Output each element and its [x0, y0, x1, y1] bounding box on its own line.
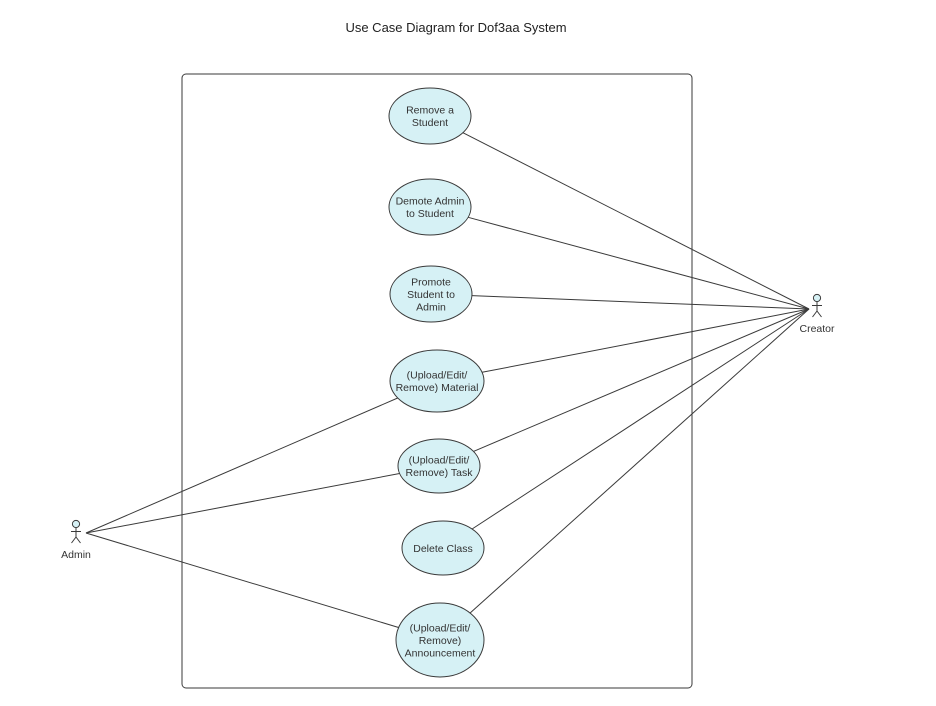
use-case-label: (Upload/Edit/: [410, 622, 471, 634]
use-case-label: Remove) Material: [396, 382, 479, 394]
actor-label: Admin: [61, 549, 91, 561]
association-admin-task: [85, 473, 400, 534]
actor-head-icon: [812, 293, 822, 303]
use-case-label: Student: [412, 117, 448, 129]
use-case-task[interactable]: (Upload/Edit/Remove) Task: [397, 438, 481, 494]
use-case-label: Demote Admin: [396, 196, 465, 208]
association-admin-material: [85, 397, 398, 534]
use-case-delete-class[interactable]: Delete Class: [401, 520, 485, 576]
use-case-ellipse: [389, 349, 485, 413]
association-creator-announcement: [469, 308, 810, 614]
associations: [85, 132, 810, 628]
use-case-label: Promote: [411, 276, 451, 288]
use-case-ellipse: [401, 520, 485, 576]
actor-admin[interactable]: Admin: [61, 519, 91, 561]
use-case-label: (Upload/Edit/: [409, 455, 470, 467]
use-case-ellipse: [388, 87, 472, 145]
diagram-title: Use Case Diagram for Dof3aa System: [345, 20, 567, 35]
association-creator-delete-class: [471, 308, 810, 530]
use-case-ellipse: [388, 178, 472, 236]
use-case-material[interactable]: (Upload/Edit/Remove) Material: [389, 349, 485, 413]
association-creator-remove-student: [462, 132, 810, 310]
actor-creator[interactable]: Creator: [799, 293, 835, 335]
use-case-label: Student to: [407, 289, 455, 301]
use-case-label: Delete Class: [413, 543, 473, 555]
use-case-label: Remove) Task: [406, 467, 474, 479]
association-admin-announcement: [85, 532, 399, 628]
use-case-announcement[interactable]: (Upload/Edit/Remove)Announcement: [395, 602, 485, 678]
use-case-label: Announcement: [405, 647, 476, 659]
use-case-label: Admin: [416, 301, 446, 313]
actor-head-icon: [71, 519, 81, 529]
association-creator-promote-student: [471, 295, 810, 310]
use-case-label: Remove): [419, 635, 462, 647]
use-case-label: Remove a: [406, 105, 454, 117]
use-case-label: (Upload/Edit/: [407, 370, 468, 382]
association-creator-material: [482, 308, 810, 373]
actor-body-icon: [71, 527, 81, 544]
use-case-ellipse: [395, 602, 485, 678]
actor-body-icon: [812, 301, 822, 318]
association-creator-demote-admin: [467, 216, 810, 310]
association-creator-task: [473, 308, 810, 452]
use-case-label: to Student: [406, 208, 454, 220]
use-case-ellipse: [397, 438, 481, 494]
actor-label: Creator: [799, 323, 835, 335]
use-case-ellipse: [389, 265, 473, 323]
